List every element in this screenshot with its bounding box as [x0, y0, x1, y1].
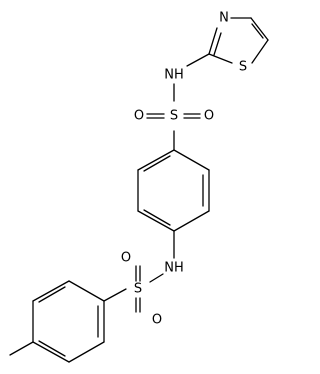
- ring-tol-b5: [32, 280, 70, 302]
- ring-tol-d3: [38, 286, 66, 303]
- structure-diagram: N S NH S O O NH S O O: [9, 11, 269, 363]
- bond-c5-s1: [251, 39, 269, 64]
- ring-mid-b6: [137, 149, 175, 171]
- ring-mid-b3: [173, 210, 210, 232]
- atom-o-top-right: O: [204, 109, 214, 124]
- atom-s-sulfonyl-top: S: [170, 109, 178, 124]
- atom-nh-top: NH: [164, 68, 184, 83]
- bond-s1-c2: [208, 53, 233, 64]
- atom-n-thiazole: N: [219, 11, 229, 26]
- bond-c4-c5-inner: [251, 23, 264, 39]
- atom-o-bottom-bottom: O: [152, 313, 162, 328]
- bonds: [9, 17, 269, 363]
- ring-mid-b4: [137, 210, 175, 232]
- ring-tol-d2: [38, 340, 66, 357]
- ring-tol-b3: [32, 341, 70, 363]
- bond-nh-s-bottom: [149, 273, 164, 283]
- atom-nh-bottom: NH: [164, 261, 184, 276]
- bond-c2-n3-inner: [213, 32, 222, 56]
- atom-s-thiazole: S: [239, 60, 247, 75]
- ring-tol-b2: [68, 341, 105, 363]
- bond-c4-c5: [250, 17, 269, 41]
- atom-o-top-left: O: [134, 109, 144, 124]
- ring-mid-d3: [143, 155, 171, 172]
- molecule-drawing: N S NH S O O NH S O O: [9, 11, 269, 363]
- ring-mid-b1: [173, 149, 210, 171]
- ring-tol-b6: [68, 280, 105, 302]
- atom-o-bottom-top: O: [121, 251, 131, 266]
- ring-mid-d2: [143, 209, 171, 226]
- bond-methyl: [9, 341, 34, 356]
- bond-s-tolyl: [103, 288, 127, 302]
- atom-labels: N S NH S O O NH S O O: [121, 11, 247, 328]
- atom-s-sulfonyl-bottom: S: [134, 282, 142, 297]
- bond-c2-nh: [186, 53, 210, 67]
- bond-c2-n3: [208, 27, 218, 55]
